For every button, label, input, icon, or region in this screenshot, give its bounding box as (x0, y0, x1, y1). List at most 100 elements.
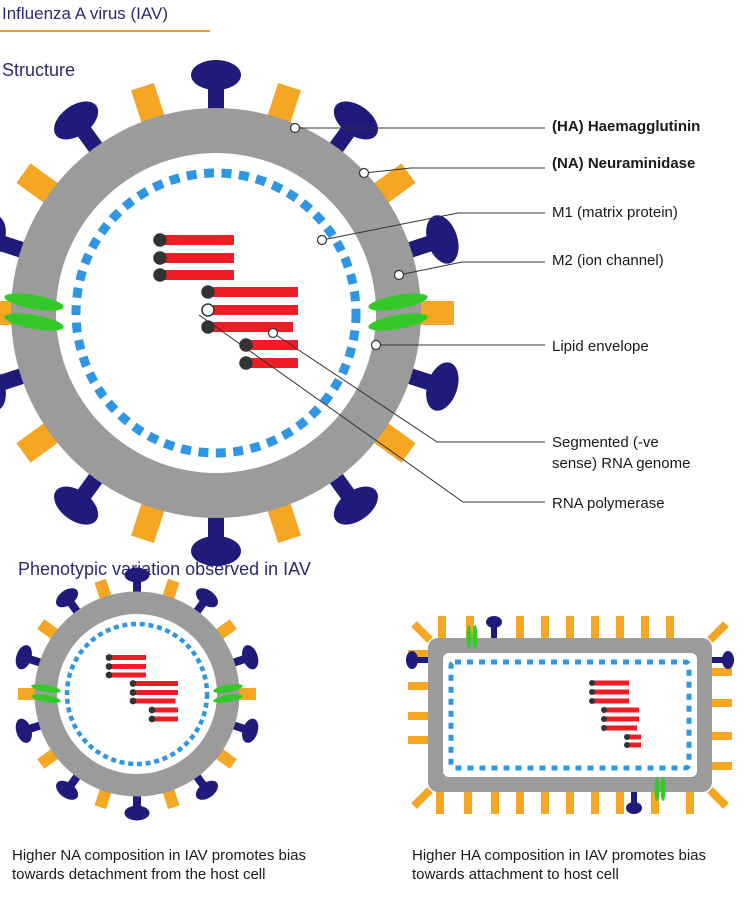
m2-ion-channel (472, 625, 478, 649)
callout-dot (370, 339, 382, 351)
haemagglutinin-spike (666, 616, 674, 640)
rectangular-virion-ha-rich (406, 616, 734, 814)
na-head (54, 101, 99, 140)
m2-ion-channel (654, 777, 660, 801)
na-head (626, 802, 642, 814)
haemagglutinin-spike (408, 736, 430, 744)
structure-heading: Structure (2, 60, 76, 80)
caption-na-bias: Higher NA composition in IAV promotes bi… (12, 847, 307, 883)
m2-ion-channel (31, 694, 61, 703)
rna-polymerase-dot (589, 689, 595, 695)
haemagglutinin-spike (566, 616, 574, 640)
virion-interior (443, 653, 697, 777)
callout-dot (358, 167, 370, 179)
label-rna-genome-line1: Segmented (-ve (552, 434, 659, 451)
caption-ha-bias: Higher HA composition in IAV promotes bi… (412, 847, 707, 883)
haemagglutinin-spike (591, 790, 599, 814)
na-head (124, 805, 150, 821)
rna-segment (133, 698, 176, 704)
rna-segment (208, 305, 298, 315)
rna-segment (133, 681, 178, 686)
rna-polymerase-dot (601, 707, 607, 713)
rna-segment (152, 716, 178, 722)
m2-ion-channel (213, 694, 243, 703)
rna-polymerase-dot (105, 663, 113, 670)
rna-segment (604, 716, 639, 722)
haemagglutinin-spike (707, 621, 729, 643)
rna-polymerase-dot (148, 706, 156, 714)
na-head (426, 215, 459, 264)
rna-polymerase-dot (589, 698, 595, 704)
callout-line (272, 332, 545, 443)
rna-segment (592, 698, 629, 704)
rna-polymerase-dot (201, 320, 215, 334)
m1-matrix-ring (64, 621, 210, 767)
rna-polymerase-dot (589, 680, 595, 686)
na-head (406, 651, 418, 669)
haemagglutinin-spike (591, 616, 599, 640)
label-lipid-envelope: Lipid envelope (552, 338, 649, 355)
haemagglutinin-spike (464, 790, 472, 814)
rna-polymerase-dot (105, 671, 113, 679)
rna-polymerase-dot (153, 268, 167, 282)
na-head (333, 101, 378, 140)
na-head (124, 567, 150, 583)
rna-polymerase-dot (624, 734, 630, 740)
callout-line (363, 167, 545, 174)
large-virion (0, 60, 459, 566)
rna-polymerase-dot (129, 689, 137, 696)
rna-segment (604, 725, 637, 731)
haemagglutinin-spike (686, 790, 694, 814)
variation-heading: Phenotypic variation observed in IAV (18, 559, 311, 579)
rna-segment (246, 358, 298, 368)
rna-segment (109, 672, 146, 678)
rna-polymerase-dot (129, 697, 137, 705)
page-title: Influenza A virus (IAV) (2, 4, 168, 23)
label-m1-matrix: M1 (matrix protein) (552, 204, 678, 221)
label-m2-channel: M2 (ion channel) (552, 252, 664, 269)
callout-dot (289, 122, 301, 134)
haemagglutinin-spike (541, 616, 549, 640)
na-head (426, 362, 459, 411)
m2-ion-channel (368, 293, 428, 311)
haemagglutinin-spike (651, 790, 659, 814)
rna-polymerase-dot (239, 356, 253, 370)
rna-polymerase-dot (239, 338, 253, 352)
m2-ion-channel (4, 293, 64, 311)
rna-segment (592, 689, 629, 695)
haemagglutinin-spike (707, 787, 729, 809)
rna-polymerase-dot (148, 715, 156, 723)
callout-line (198, 314, 545, 503)
na-head (15, 718, 32, 743)
na-stalk (416, 657, 430, 663)
na-head (54, 486, 99, 525)
rna-segment (627, 742, 641, 748)
haemagglutinin-spike (438, 616, 446, 640)
rna-polymerase-dot (105, 654, 113, 661)
callout-dot (267, 327, 279, 339)
na-stalk (491, 624, 497, 640)
label-rna-genome-line2: sense) RNA genome (552, 455, 690, 472)
rna-segment (208, 322, 293, 332)
m1-matrix-ring (448, 659, 692, 771)
haemagglutinin-spike (408, 712, 430, 720)
haemagglutinin-spike (408, 650, 430, 658)
label-haemagglutinin: (HA) Haemagglutinin (552, 118, 700, 135)
na-head (242, 718, 259, 743)
haemagglutinin-spike (436, 790, 444, 814)
callout-line (398, 261, 545, 276)
na-head (195, 588, 218, 608)
rna-segment (246, 340, 298, 350)
callout-dot (316, 234, 328, 246)
rna-polymerase-dot (201, 303, 215, 317)
rna-segment (592, 680, 629, 686)
m2-ion-channel (213, 684, 243, 693)
haemagglutinin-spike (710, 668, 732, 676)
m2-ion-channel (4, 313, 64, 331)
na-stalk (631, 790, 637, 806)
callout-line (321, 212, 545, 241)
rna-segment (133, 690, 178, 695)
rna-segment (627, 734, 641, 740)
rna-polymerase-dot (624, 742, 630, 748)
